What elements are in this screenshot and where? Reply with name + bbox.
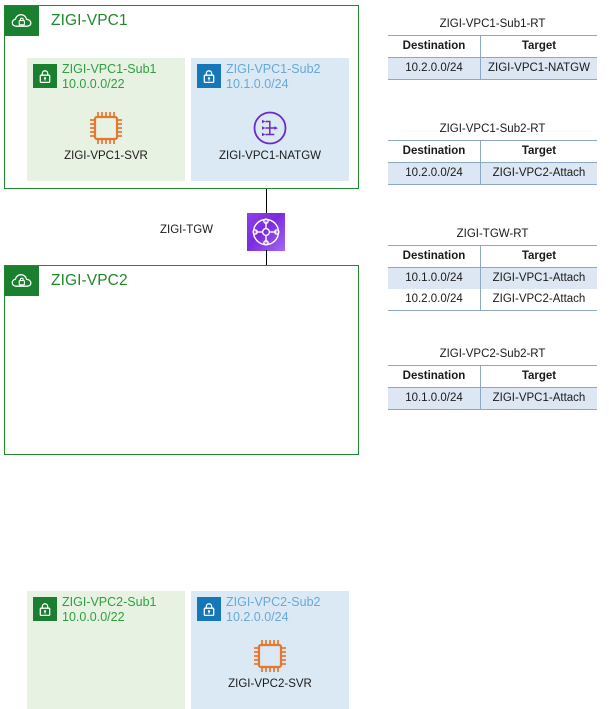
column-header-target: Target bbox=[480, 35, 597, 58]
subnet-label: ZIGI-VPC2-Sub2 10.2.0.0/24 bbox=[226, 595, 320, 624]
column-header-destination: Destination bbox=[388, 245, 481, 268]
subnet-label: ZIGI-VPC2-Sub1 10.0.0.0/22 bbox=[62, 595, 156, 624]
cell-target: ZIGI-VPC1-NATGW bbox=[480, 57, 597, 80]
vpc-container-vpc1: ZIGI-VPC1 ZIGI-VPC1-Sub1 10.0.0.0/22 bbox=[4, 5, 359, 189]
transit-gateway-hub-icon bbox=[247, 213, 285, 251]
table-header-row: Destination Target bbox=[388, 365, 597, 388]
connector-vpc1-to-tgw bbox=[265, 189, 267, 214]
route-table-vpc1-sub2-rt: ZIGI-VPC1-Sub2-RT Destination Target 10.… bbox=[388, 123, 597, 185]
resource-vpc1-svr: ZIGI-VPC1-SVR bbox=[27, 108, 185, 162]
cell-destination: 10.2.0.0/24 bbox=[388, 162, 481, 185]
subnet-box-vpc1-sub2: ZIGI-VPC1-Sub2 10.1.0.0/24 ZIGI-VPC1-NAT… bbox=[191, 58, 349, 181]
subnet-cidr: 10.0.0.0/22 bbox=[62, 76, 125, 91]
cell-destination: 10.2.0.0/24 bbox=[388, 57, 481, 80]
lock-icon bbox=[197, 64, 221, 88]
vpc-container-vpc2: ZIGI-VPC2 ZIGI-VPC2-Sub1 10.0.0.0/22 bbox=[4, 265, 359, 709]
subnet-cidr: 10.2.0.0/24 bbox=[226, 609, 289, 624]
subnet-name: ZIGI-VPC2-Sub2 bbox=[226, 595, 321, 609]
cell-destination: 10.1.0.0/24 bbox=[388, 387, 481, 410]
route-table-title: ZIGI-VPC2-Sub2-RT bbox=[439, 348, 546, 360]
resource-vpc1-natgw: ZIGI-VPC1-NATGW bbox=[191, 108, 349, 162]
server-chip-icon bbox=[191, 636, 349, 676]
table-row: 10.1.0.0/24 ZIGI-VPC1-Attach bbox=[388, 387, 597, 410]
subnet-box-vpc2-sub2: ZIGI-VPC2-Sub2 10.2.0.0/24 bbox=[191, 591, 349, 709]
cell-target: ZIGI-VPC1-Attach bbox=[480, 267, 597, 289]
subnet-label: ZIGI-VPC1-Sub1 10.0.0.0/22 bbox=[62, 62, 156, 91]
vpc-cloud-lock-icon bbox=[5, 6, 39, 36]
subnet-name: ZIGI-VPC1-Sub1 bbox=[62, 62, 157, 76]
route-table: Destination Target 10.1.0.0/24 ZIGI-VPC1… bbox=[388, 245, 597, 311]
cell-target: ZIGI-VPC2-Attach bbox=[480, 162, 597, 185]
table-row: 10.2.0.0/24 ZIGI-VPC2-Attach bbox=[388, 162, 597, 185]
cell-destination: 10.1.0.0/24 bbox=[388, 267, 481, 289]
resource-label: ZIGI-VPC2-SVR bbox=[228, 678, 312, 690]
vpc-title: ZIGI-VPC2 bbox=[51, 272, 128, 289]
column-header-target: Target bbox=[480, 365, 597, 388]
column-header-destination: Destination bbox=[388, 140, 481, 163]
resource-label: ZIGI-VPC1-NATGW bbox=[218, 150, 321, 162]
column-header-target: Target bbox=[480, 140, 597, 163]
subnet-box-vpc1-sub1: ZIGI-VPC1-Sub1 10.0.0.0/22 bbox=[27, 58, 185, 181]
table-header-row: Destination Target bbox=[388, 245, 597, 268]
vpc-title: ZIGI-VPC1 bbox=[51, 12, 128, 29]
subnet-label: ZIGI-VPC1-Sub2 10.1.0.0/24 bbox=[226, 62, 320, 91]
transit-gateway-label: ZIGI-TGW bbox=[160, 224, 214, 236]
cell-target: ZIGI-VPC2-Attach bbox=[480, 289, 597, 311]
nat-gateway-icon bbox=[191, 108, 349, 148]
route-table-title: ZIGI-TGW-RT bbox=[456, 228, 529, 240]
column-header-target: Target bbox=[480, 245, 597, 268]
server-chip-icon bbox=[27, 108, 185, 148]
table-header-row: Destination Target bbox=[388, 35, 597, 58]
route-table-tgw-rt: ZIGI-TGW-RT Destination Target 10.1.0.0/… bbox=[388, 228, 597, 311]
cell-destination: 10.2.0.0/24 bbox=[388, 289, 481, 311]
subnet-name: ZIGI-VPC2-Sub1 bbox=[62, 595, 157, 609]
column-header-destination: Destination bbox=[388, 365, 481, 388]
subnet-cidr: 10.0.0.0/22 bbox=[62, 609, 125, 624]
route-table-title: ZIGI-VPC1-Sub2-RT bbox=[439, 123, 546, 135]
subnet-box-vpc2-sub1: ZIGI-VPC2-Sub1 10.0.0.0/22 bbox=[27, 591, 185, 709]
subnet-name: ZIGI-VPC1-Sub2 bbox=[226, 62, 321, 76]
table-row: 10.2.0.0/24 ZIGI-VPC1-NATGW bbox=[388, 57, 597, 80]
route-table: Destination Target 10.2.0.0/24 ZIGI-VPC2… bbox=[388, 140, 597, 185]
table-row: 10.2.0.0/24 ZIGI-VPC2-Attach bbox=[388, 289, 597, 311]
column-header-destination: Destination bbox=[388, 35, 481, 58]
resource-label: ZIGI-VPC1-SVR bbox=[64, 150, 148, 162]
route-table-vpc1-sub1-rt: ZIGI-VPC1-Sub1-RT Destination Target 10.… bbox=[388, 18, 597, 80]
vpc-cloud-lock-icon bbox=[5, 266, 39, 296]
route-table: Destination Target 10.2.0.0/24 ZIGI-VPC1… bbox=[388, 35, 597, 80]
lock-icon bbox=[197, 597, 221, 621]
route-table-vpc2-sub2-rt: ZIGI-VPC2-Sub2-RT Destination Target 10.… bbox=[388, 348, 597, 410]
subnet-cidr: 10.1.0.0/24 bbox=[226, 76, 289, 91]
route-table: Destination Target 10.1.0.0/24 ZIGI-VPC1… bbox=[388, 365, 597, 410]
resource-vpc2-svr: ZIGI-VPC2-SVR bbox=[191, 636, 349, 690]
lock-icon bbox=[33, 64, 57, 88]
table-row: 10.1.0.0/24 ZIGI-VPC1-Attach bbox=[388, 267, 597, 289]
lock-icon bbox=[33, 597, 57, 621]
connector-tgw-to-vpc2 bbox=[265, 250, 267, 266]
table-header-row: Destination Target bbox=[388, 140, 597, 163]
cell-target: ZIGI-VPC1-Attach bbox=[480, 387, 597, 410]
route-table-title: ZIGI-VPC1-Sub1-RT bbox=[439, 18, 546, 30]
